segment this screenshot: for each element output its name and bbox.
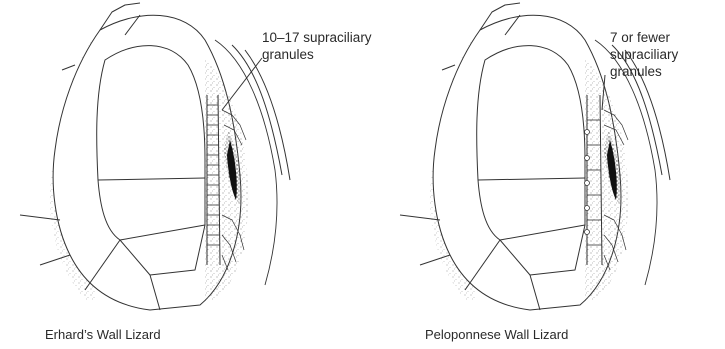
- caption-peloponnese: Peloponnese Wall Lizard: [425, 327, 568, 343]
- erhards-head-drawing: [20, 3, 290, 310]
- annotation-erhards: 10–17 supraciliary granules: [262, 29, 392, 63]
- annotation-peloponnese: 7 or fewer supraciliary granules: [610, 29, 720, 80]
- caption-erhards: Erhard’s Wall Lizard: [45, 327, 161, 343]
- annotation-leader-left: [222, 58, 262, 110]
